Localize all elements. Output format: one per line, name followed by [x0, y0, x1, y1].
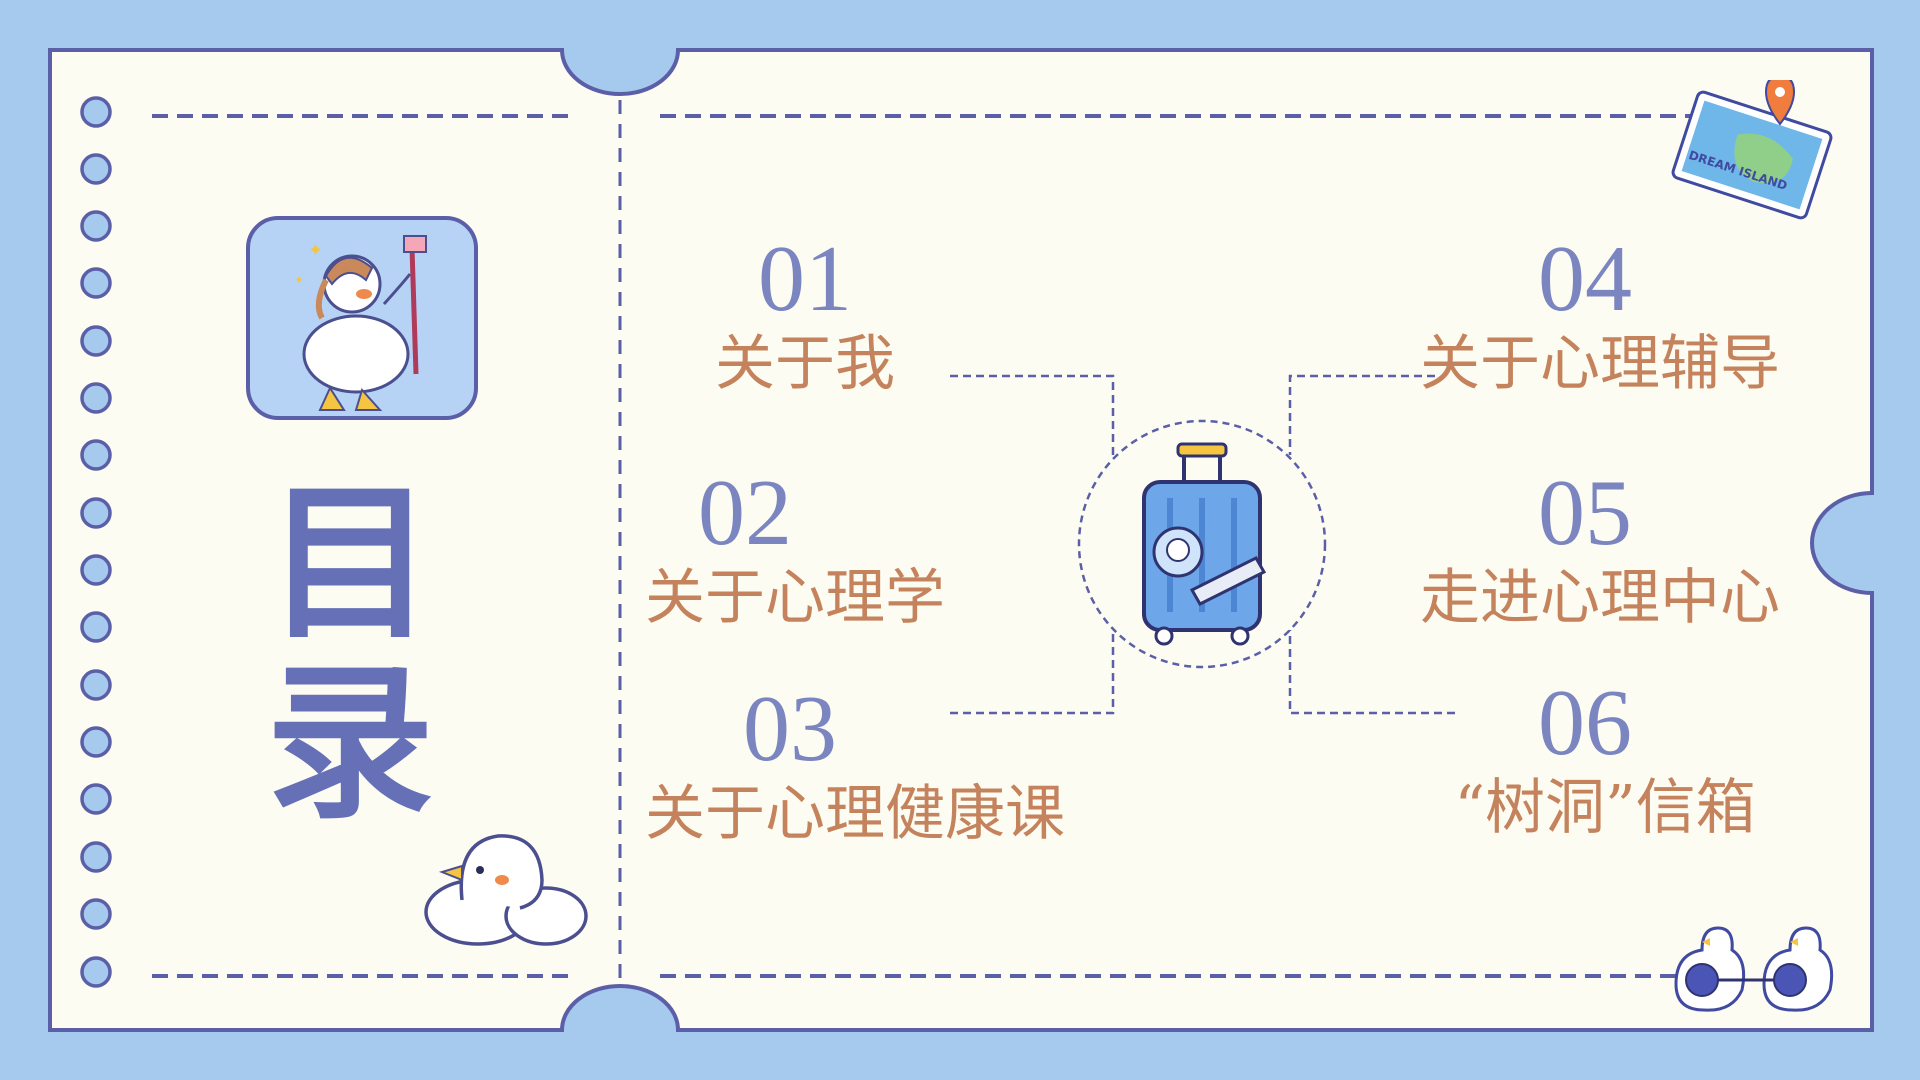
toc-item-03[interactable]: 03 关于心理健康课: [640, 682, 1090, 844]
toc-label: “树洞”信箱: [1454, 773, 1756, 843]
resting-duck-icon: [424, 834, 588, 946]
toc-label: 关于心理辅导: [1420, 329, 1780, 399]
title-char-lu: 录: [266, 646, 434, 842]
sunglasses-ducks-icon: [1674, 926, 1834, 1012]
ticket-outline: [48, 48, 1874, 1032]
toc-number: 02: [698, 461, 792, 565]
toc-item-06[interactable]: 06 “树洞”信箱: [1420, 676, 1820, 838]
suitcase-icon: [1142, 442, 1267, 646]
map-sticker-icon: DREAM ISLAND: [1671, 80, 1833, 220]
duck-photographer-icon: ✦ ✦: [246, 216, 478, 420]
svg-text:✦: ✦: [294, 273, 304, 287]
toc-label: 关于心理健康课: [645, 779, 1065, 849]
title-char-mu: 目: [266, 466, 434, 662]
svg-text:✦: ✦: [308, 240, 323, 261]
toc-item-04[interactable]: 04 关于心理辅导: [1420, 232, 1820, 394]
toc-item-05[interactable]: 05 走进心理中心: [1420, 466, 1820, 628]
connector-lines: [950, 374, 1455, 715]
toc-label: 关于我: [715, 329, 895, 399]
binder-holes: [80, 96, 112, 988]
toc-number: 01: [758, 227, 852, 331]
toc-number: 06: [1538, 671, 1632, 775]
toc-label: 关于心理学: [645, 563, 945, 633]
center-dashed-circle: [1077, 419, 1327, 669]
toc-number: 05: [1538, 461, 1632, 565]
toc-item-02[interactable]: 02 关于心理学: [640, 466, 980, 628]
toc-number: 03: [743, 677, 837, 781]
toc-label: 走进心理中心: [1420, 563, 1780, 633]
toc-item-01[interactable]: 01 关于我: [640, 232, 970, 394]
toc-number: 04: [1538, 227, 1632, 331]
